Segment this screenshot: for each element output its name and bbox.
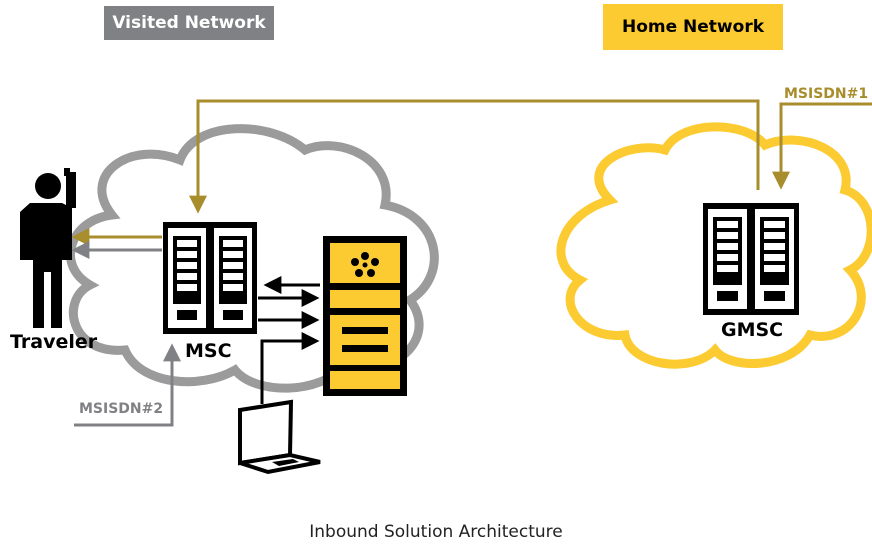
application-server-icon bbox=[323, 236, 407, 396]
msisdn2-path bbox=[71, 241, 181, 427]
gmsc-label: GMSC bbox=[721, 319, 784, 341]
person-icon bbox=[20, 168, 76, 328]
visited-network-badge: Visited Network bbox=[104, 6, 274, 40]
msisdn1-path bbox=[71, 99, 872, 246]
msisdn1-label: MSISDN#1 bbox=[784, 86, 869, 102]
gmsc-server-icon bbox=[703, 203, 799, 315]
msisdn2-label: MSISDN#2 bbox=[79, 401, 164, 417]
home-network-badge: Home Network bbox=[603, 4, 783, 50]
msc-server-icon bbox=[163, 222, 257, 334]
diagram-caption: Inbound Solution Architecture bbox=[309, 522, 563, 542]
traveler-label: Traveler bbox=[10, 331, 98, 353]
msc-label: MSC bbox=[185, 340, 232, 362]
flower-logo-icon bbox=[351, 252, 379, 277]
signaling-arrows bbox=[258, 276, 320, 404]
laptop-icon bbox=[238, 399, 321, 475]
